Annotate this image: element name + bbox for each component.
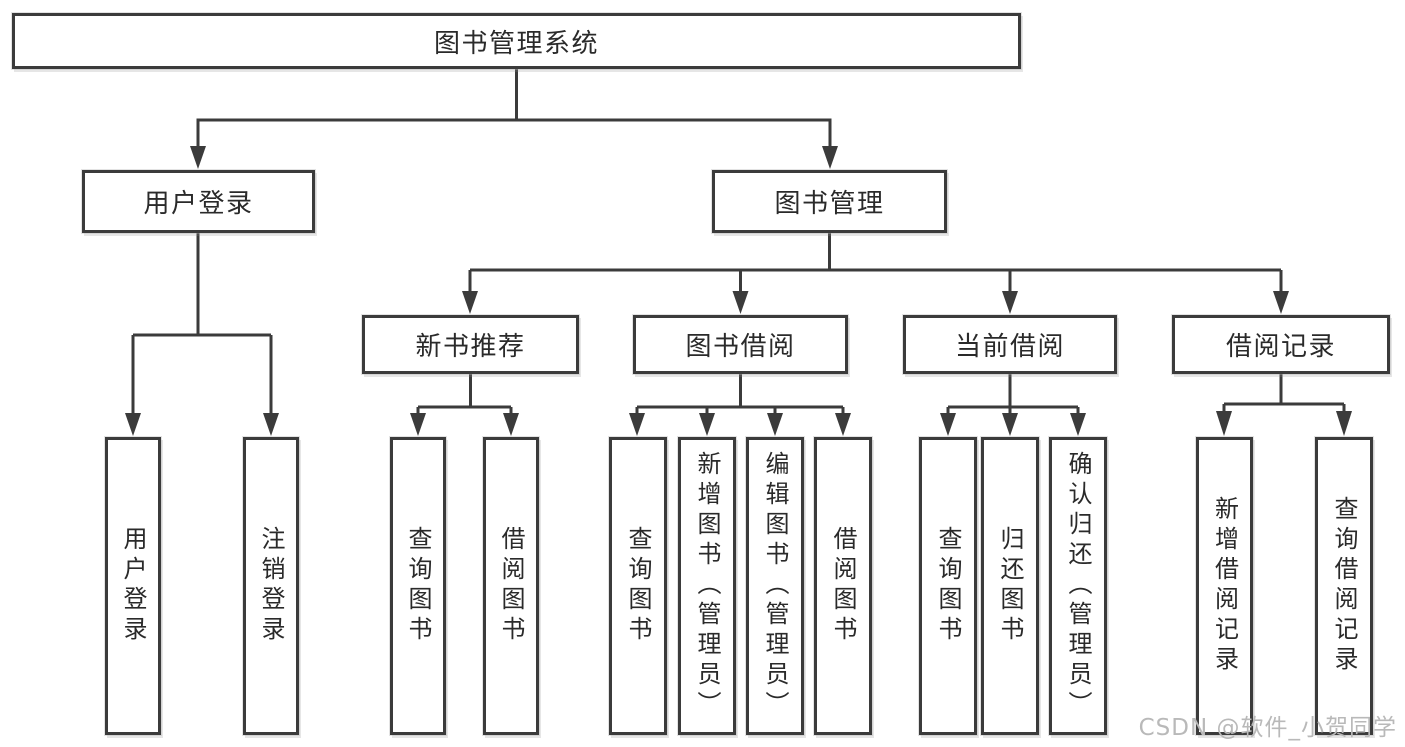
leaf-label: 编辑图书（管理员）: [761, 451, 789, 721]
arrow-icon: [835, 413, 851, 436]
node-new-book-recommendation: 新书推荐: [362, 315, 579, 374]
leaf-query-books-current: 查询图书: [919, 437, 977, 735]
leaf-query-books-recommend: 查询图书: [390, 437, 446, 735]
leaf-label: 注销登录: [257, 526, 285, 646]
arrow-icon: [462, 291, 478, 314]
node-label: 图书管理: [774, 189, 885, 219]
node-library-management-system: 图书管理系统: [12, 13, 1021, 69]
arrow-icon: [1070, 413, 1086, 436]
arrow-icon: [190, 146, 206, 169]
leaf-label: 借阅图书: [829, 526, 857, 646]
leaf-return-books: 归还图书: [981, 437, 1039, 735]
arrow-icon: [822, 146, 838, 169]
leaf-label: 归还图书: [996, 526, 1024, 646]
arrow-icon: [1273, 291, 1289, 314]
leaf-user-login: 用户登录: [105, 437, 161, 735]
node-label: 图书借阅: [685, 332, 796, 362]
arrowheads: [125, 146, 1352, 436]
arrow-icon: [732, 291, 749, 314]
node-book-borrowing: 图书借阅: [633, 315, 848, 374]
watermark: CSDN @软件_小贺同学: [1138, 715, 1397, 741]
arrow-icon: [125, 413, 141, 436]
arrow-icon: [503, 413, 519, 436]
leaf-label: 用户登录: [119, 526, 147, 646]
arrow-icon: [767, 413, 783, 436]
node-user-login: 用户登录: [82, 170, 315, 233]
leaf-borrow-books-recommend: 借阅图书: [483, 437, 539, 735]
arrow-icon: [699, 413, 715, 436]
arrow-icon: [1002, 291, 1018, 314]
arrow-icon: [940, 413, 956, 436]
leaf-label: 查询借阅记录: [1330, 496, 1358, 676]
connector-root-to-level2: [196, 69, 832, 148]
leaf-add-books-admin: 新增图书（管理员）: [678, 437, 736, 735]
leaf-borrow-books-borrowing: 借阅图书: [814, 437, 872, 735]
leaf-label: 查询图书: [404, 526, 432, 646]
connector-recommend-to-leaves: [416, 374, 513, 414]
arrow-icon: [1336, 411, 1352, 436]
connector-user-login-to-leaves: [131, 233, 273, 414]
arrow-icon: [629, 413, 645, 436]
arrow-icon: [263, 413, 279, 436]
node-book-management: 图书管理: [712, 170, 947, 233]
leaf-label: 借阅图书: [497, 526, 525, 646]
arrow-icon: [1002, 413, 1018, 436]
node-label: 新书推荐: [415, 332, 526, 362]
connector-current-to-leaves: [946, 374, 1080, 414]
connector-borrow-to-leaves: [635, 374, 845, 414]
node-current-borrowing: 当前借阅: [903, 315, 1117, 374]
leaf-confirm-return-admin: 确认归还（管理员）: [1049, 437, 1107, 735]
leaf-label: 新增借阅记录: [1210, 496, 1239, 676]
connector-book-mgmt-to-level3: [468, 233, 1283, 293]
node-label: 借阅记录: [1225, 332, 1336, 362]
leaf-query-books-borrowing: 查询图书: [609, 437, 667, 735]
leaf-logout: 注销登录: [243, 437, 299, 735]
leaf-label: 确认归还（管理员）: [1064, 451, 1092, 721]
leaf-query-borrow-record: 查询借阅记录: [1315, 437, 1373, 735]
node-label: 用户登录: [143, 189, 254, 219]
leaf-label: 查询图书: [934, 526, 962, 646]
arrow-icon: [410, 413, 426, 436]
leaf-label: 查询图书: [624, 526, 652, 646]
connector-records-to-leaves: [1222, 374, 1346, 414]
leaf-edit-books-admin: 编辑图书（管理员）: [746, 437, 804, 735]
node-label: 当前借阅: [954, 332, 1065, 362]
leaf-label: 新增图书（管理员）: [693, 451, 721, 721]
arrow-icon: [1216, 411, 1232, 436]
node-borrowing-records: 借阅记录: [1172, 315, 1390, 374]
leaf-add-borrow-record: 新增借阅记录: [1196, 437, 1253, 735]
node-label: 图书管理系统: [433, 28, 599, 59]
